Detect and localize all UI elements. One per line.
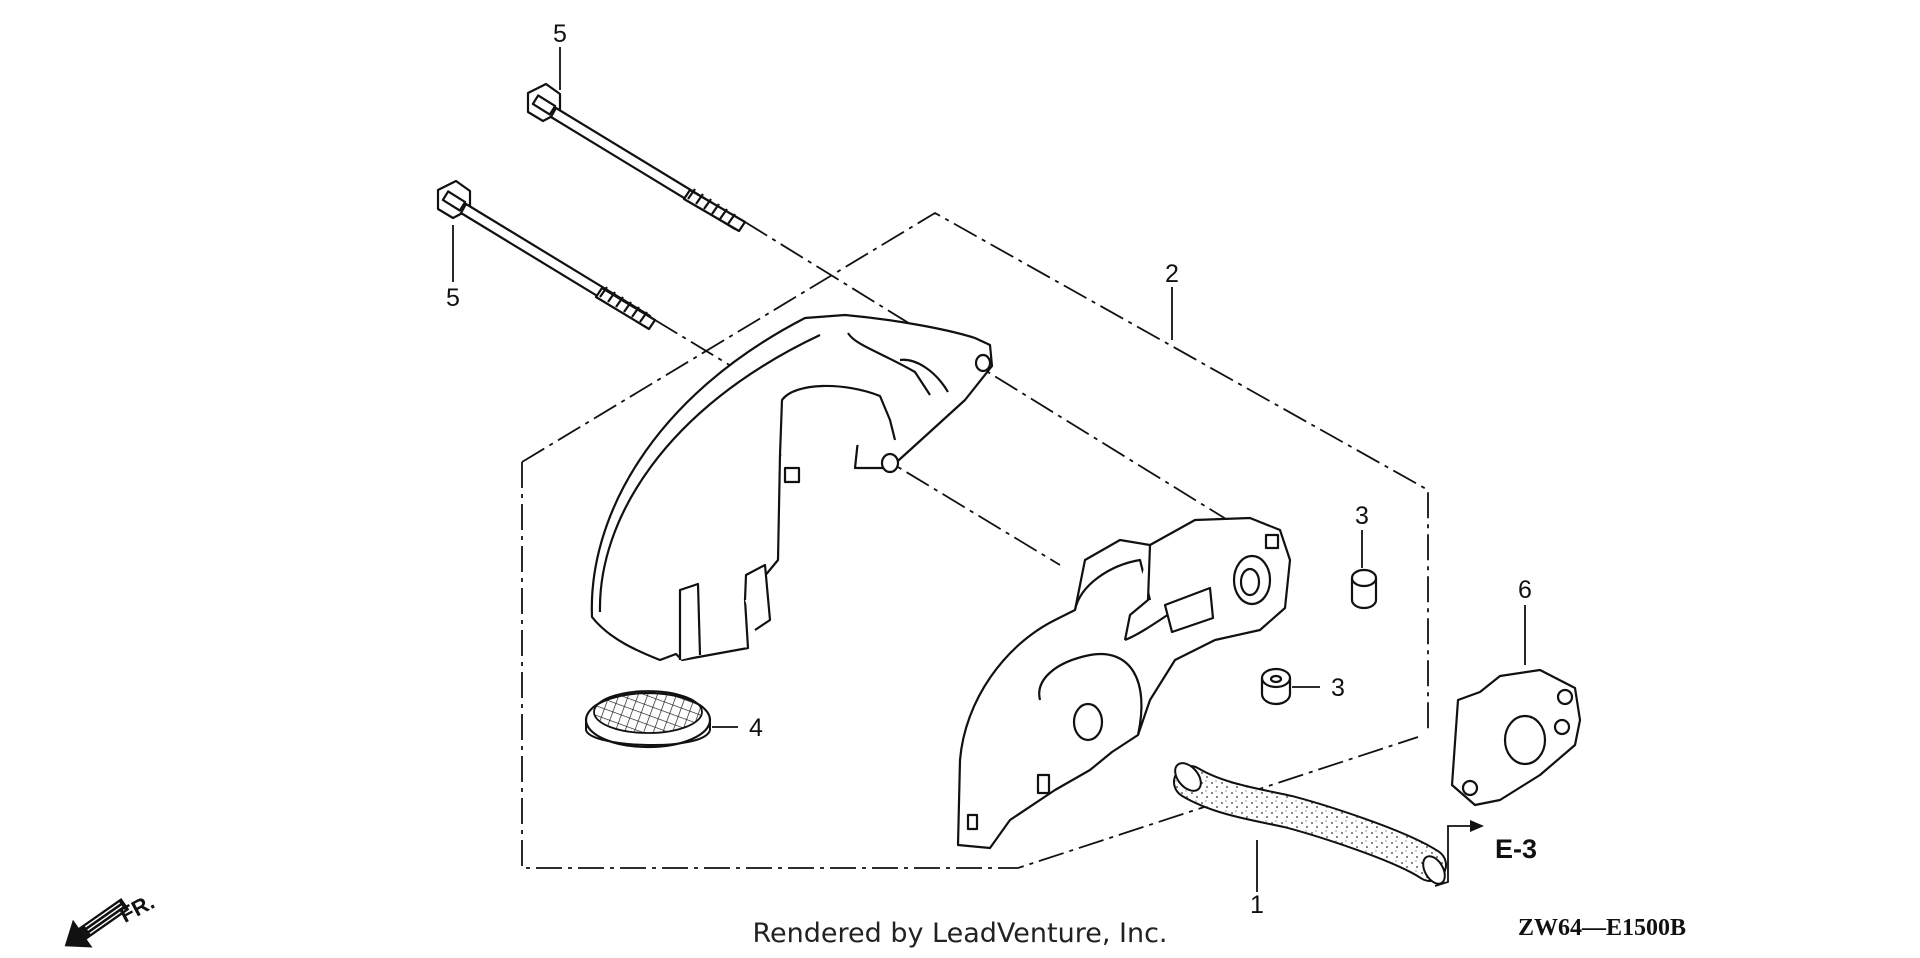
air-cleaner-case bbox=[590, 313, 994, 662]
callout-1: 1 bbox=[1250, 891, 1264, 919]
bolt-lower bbox=[436, 179, 657, 331]
front-arrow-icon bbox=[64, 898, 130, 948]
callout-3-upper: 3 bbox=[1355, 502, 1369, 530]
diagram-code: ZW64—E1500B bbox=[1518, 915, 1686, 941]
callout-5-upper: 5 bbox=[553, 20, 567, 48]
leader-lines bbox=[452, 47, 1526, 892]
footer-credit: Rendered by LeadVenture, Inc. bbox=[752, 918, 1168, 949]
callout-6: 6 bbox=[1518, 576, 1532, 604]
collar-upper bbox=[1350, 568, 1378, 610]
callout-2: 2 bbox=[1165, 260, 1179, 288]
callout-5-lower: 5 bbox=[446, 284, 460, 312]
bolt-axis-lines bbox=[654, 221, 1261, 566]
bolt-upper bbox=[526, 82, 747, 233]
collar-lower bbox=[1260, 667, 1292, 706]
gasket bbox=[1450, 668, 1582, 807]
callout-4: 4 bbox=[749, 714, 763, 742]
callouts: 5 5 2 3 3 4 6 1 bbox=[446, 20, 1532, 919]
air-cleaner-element bbox=[584, 690, 712, 749]
callout-3-lower: 3 bbox=[1331, 674, 1345, 702]
air-cleaner-base bbox=[956, 516, 1292, 850]
reference-label: E-3 bbox=[1495, 834, 1537, 864]
breather-tube bbox=[1173, 762, 1447, 885]
